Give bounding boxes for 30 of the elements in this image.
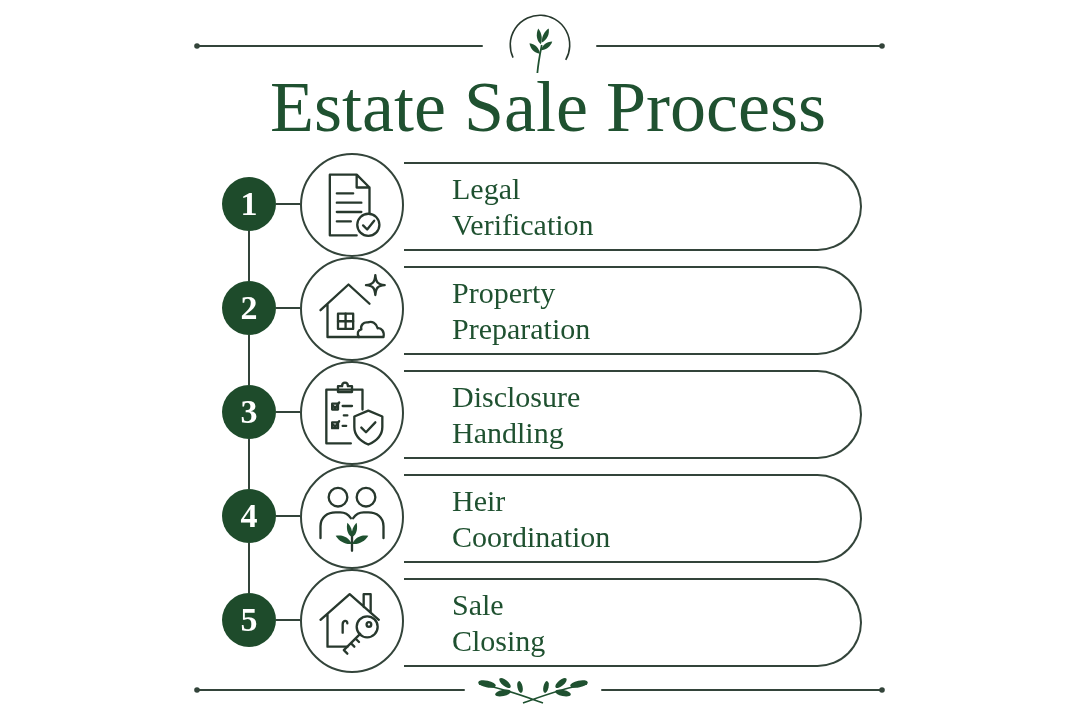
step-title: Sale Closing [452, 586, 546, 659]
step-number: 5 [240, 603, 258, 637]
step-card [404, 370, 862, 459]
connector-line [275, 307, 301, 309]
connector-line [248, 334, 250, 386]
step-card [404, 266, 862, 355]
diagram-title: Estate Sale Process [270, 71, 826, 143]
step-title: Legal Verification [452, 170, 594, 243]
number-circle [222, 593, 276, 647]
connector-line [275, 515, 301, 517]
connector-line [248, 438, 250, 490]
step-number: 2 [240, 291, 258, 325]
number-circle [222, 177, 276, 231]
connector-line [248, 230, 250, 282]
step-number: 1 [240, 187, 258, 221]
connector-line [275, 411, 301, 413]
number-circle [222, 385, 276, 439]
step-card [404, 578, 862, 667]
connector-line [275, 619, 301, 621]
step-card [404, 474, 862, 563]
step-card [404, 162, 862, 251]
step-title: Property Preparation [452, 274, 591, 347]
step-number: 4 [240, 499, 258, 533]
step-number: 3 [240, 395, 258, 429]
step-title: Disclosure Handling [452, 378, 581, 451]
connector-line [275, 203, 301, 205]
step-title: Heir Coordination [452, 482, 611, 555]
connector-line [248, 542, 250, 594]
number-circle [222, 489, 276, 543]
number-circle [222, 281, 276, 335]
